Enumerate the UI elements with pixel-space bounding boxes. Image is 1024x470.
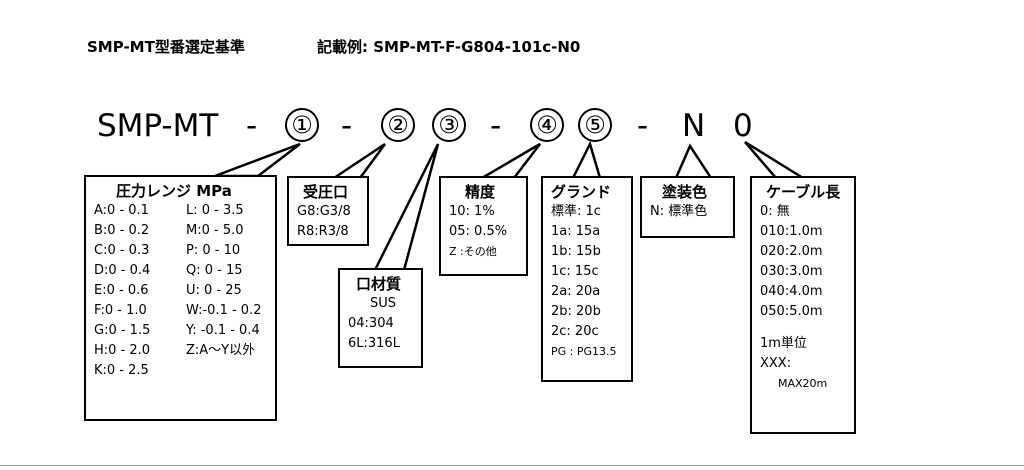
cable-row: 050:5.0m xyxy=(760,304,823,319)
port-box: 受圧口 G8:G3/8 R8:R3/8 xyxy=(287,176,369,246)
accuracy-row: 10: 1% xyxy=(449,204,495,219)
code-circle-3: ③ xyxy=(432,108,466,142)
code-circle-5: ⑤ xyxy=(578,108,612,142)
code-zero: 0 xyxy=(733,108,753,144)
example-text: 記載例: SMP-MT-F-G804-101c-N0 xyxy=(317,38,581,56)
pointer-accuracy xyxy=(477,142,541,180)
material-row: 6L:316L xyxy=(348,336,400,351)
cable-title: ケーブル長 xyxy=(766,183,841,201)
code-prefix: SMP-MT xyxy=(97,108,219,144)
code-dash-3: - xyxy=(490,108,502,144)
pointer-pressure xyxy=(214,142,301,178)
material-title: 口材質 xyxy=(356,275,402,293)
pointer-port xyxy=(329,142,387,180)
cable-row: 010:1.0m xyxy=(760,224,823,239)
pressure-title: 圧力レンジ MPa xyxy=(116,182,232,200)
cable-unit: 1m単位 xyxy=(760,336,807,351)
pointer-cable xyxy=(744,140,808,180)
accuracy-row: Z :その他 xyxy=(449,245,497,258)
accuracy-row: 05: 0.5% xyxy=(449,224,508,239)
paint-title: 塗装色 xyxy=(662,183,708,201)
gland-row: PG : PG13.5 xyxy=(551,345,617,358)
gland-row: 1a: 15a xyxy=(551,224,601,239)
gland-row: 1c: 15c xyxy=(551,264,599,279)
gland-row: 2a: 20a xyxy=(551,284,601,299)
gland-row: 標準: 1c xyxy=(551,204,601,219)
paint-row: N: 標準色 xyxy=(650,204,708,219)
port-title: 受圧口 xyxy=(303,183,349,201)
material-box: 口材質 SUS 04:304 6L:316L xyxy=(338,268,423,368)
cable-length-box: ケーブル長 0: 無 010:1.0m 020:2.0m 030:3.0m 04… xyxy=(750,176,856,434)
cable-row: 0: 無 xyxy=(760,204,790,219)
code-circle-2: ② xyxy=(381,108,415,142)
gland-row: 2b: 20b xyxy=(551,304,601,319)
bottom-divider xyxy=(0,465,1024,466)
pressure-row: K:0 - 2.5 xyxy=(94,363,149,378)
material-subtitle: SUS xyxy=(370,296,397,311)
paint-color-box: 塗装色 N: 標準色 xyxy=(640,176,735,238)
code-dash-1: - xyxy=(246,108,258,144)
cable-xxx: XXX: xyxy=(760,356,792,371)
code-dash-2: - xyxy=(341,108,353,144)
material-row: 04:304 xyxy=(348,316,394,331)
pointer-material xyxy=(372,143,440,272)
accuracy-title: 精度 xyxy=(465,183,496,201)
gland-title: グランド xyxy=(551,183,612,201)
page-title: SMP-MT型番選定基準 xyxy=(87,38,245,56)
cable-row: 030:3.0m xyxy=(760,264,823,279)
cable-max: MAX20m xyxy=(778,377,828,390)
code-circle-4: ④ xyxy=(530,108,564,142)
pointer-gland xyxy=(570,140,602,180)
gland-row: 1b: 15b xyxy=(551,244,601,259)
port-row: R8:R3/8 xyxy=(297,224,349,239)
gland-box: グランド 標準: 1c 1a: 15a 1b: 15b 1c: 15c 2a: … xyxy=(541,176,633,382)
port-row: G8:G3/8 xyxy=(297,204,351,219)
accuracy-box: 精度 10: 1% 05: 0.5% Z :その他 xyxy=(439,176,528,276)
gland-row: 2c: 20c xyxy=(551,324,599,339)
pointer-paint xyxy=(674,143,714,180)
cable-row: 040:4.0m xyxy=(760,284,823,299)
cable-row: 020:2.0m xyxy=(760,244,823,259)
code-circle-1: ① xyxy=(285,108,319,142)
code-n: N xyxy=(682,108,706,144)
code-dash-4: - xyxy=(637,108,649,144)
